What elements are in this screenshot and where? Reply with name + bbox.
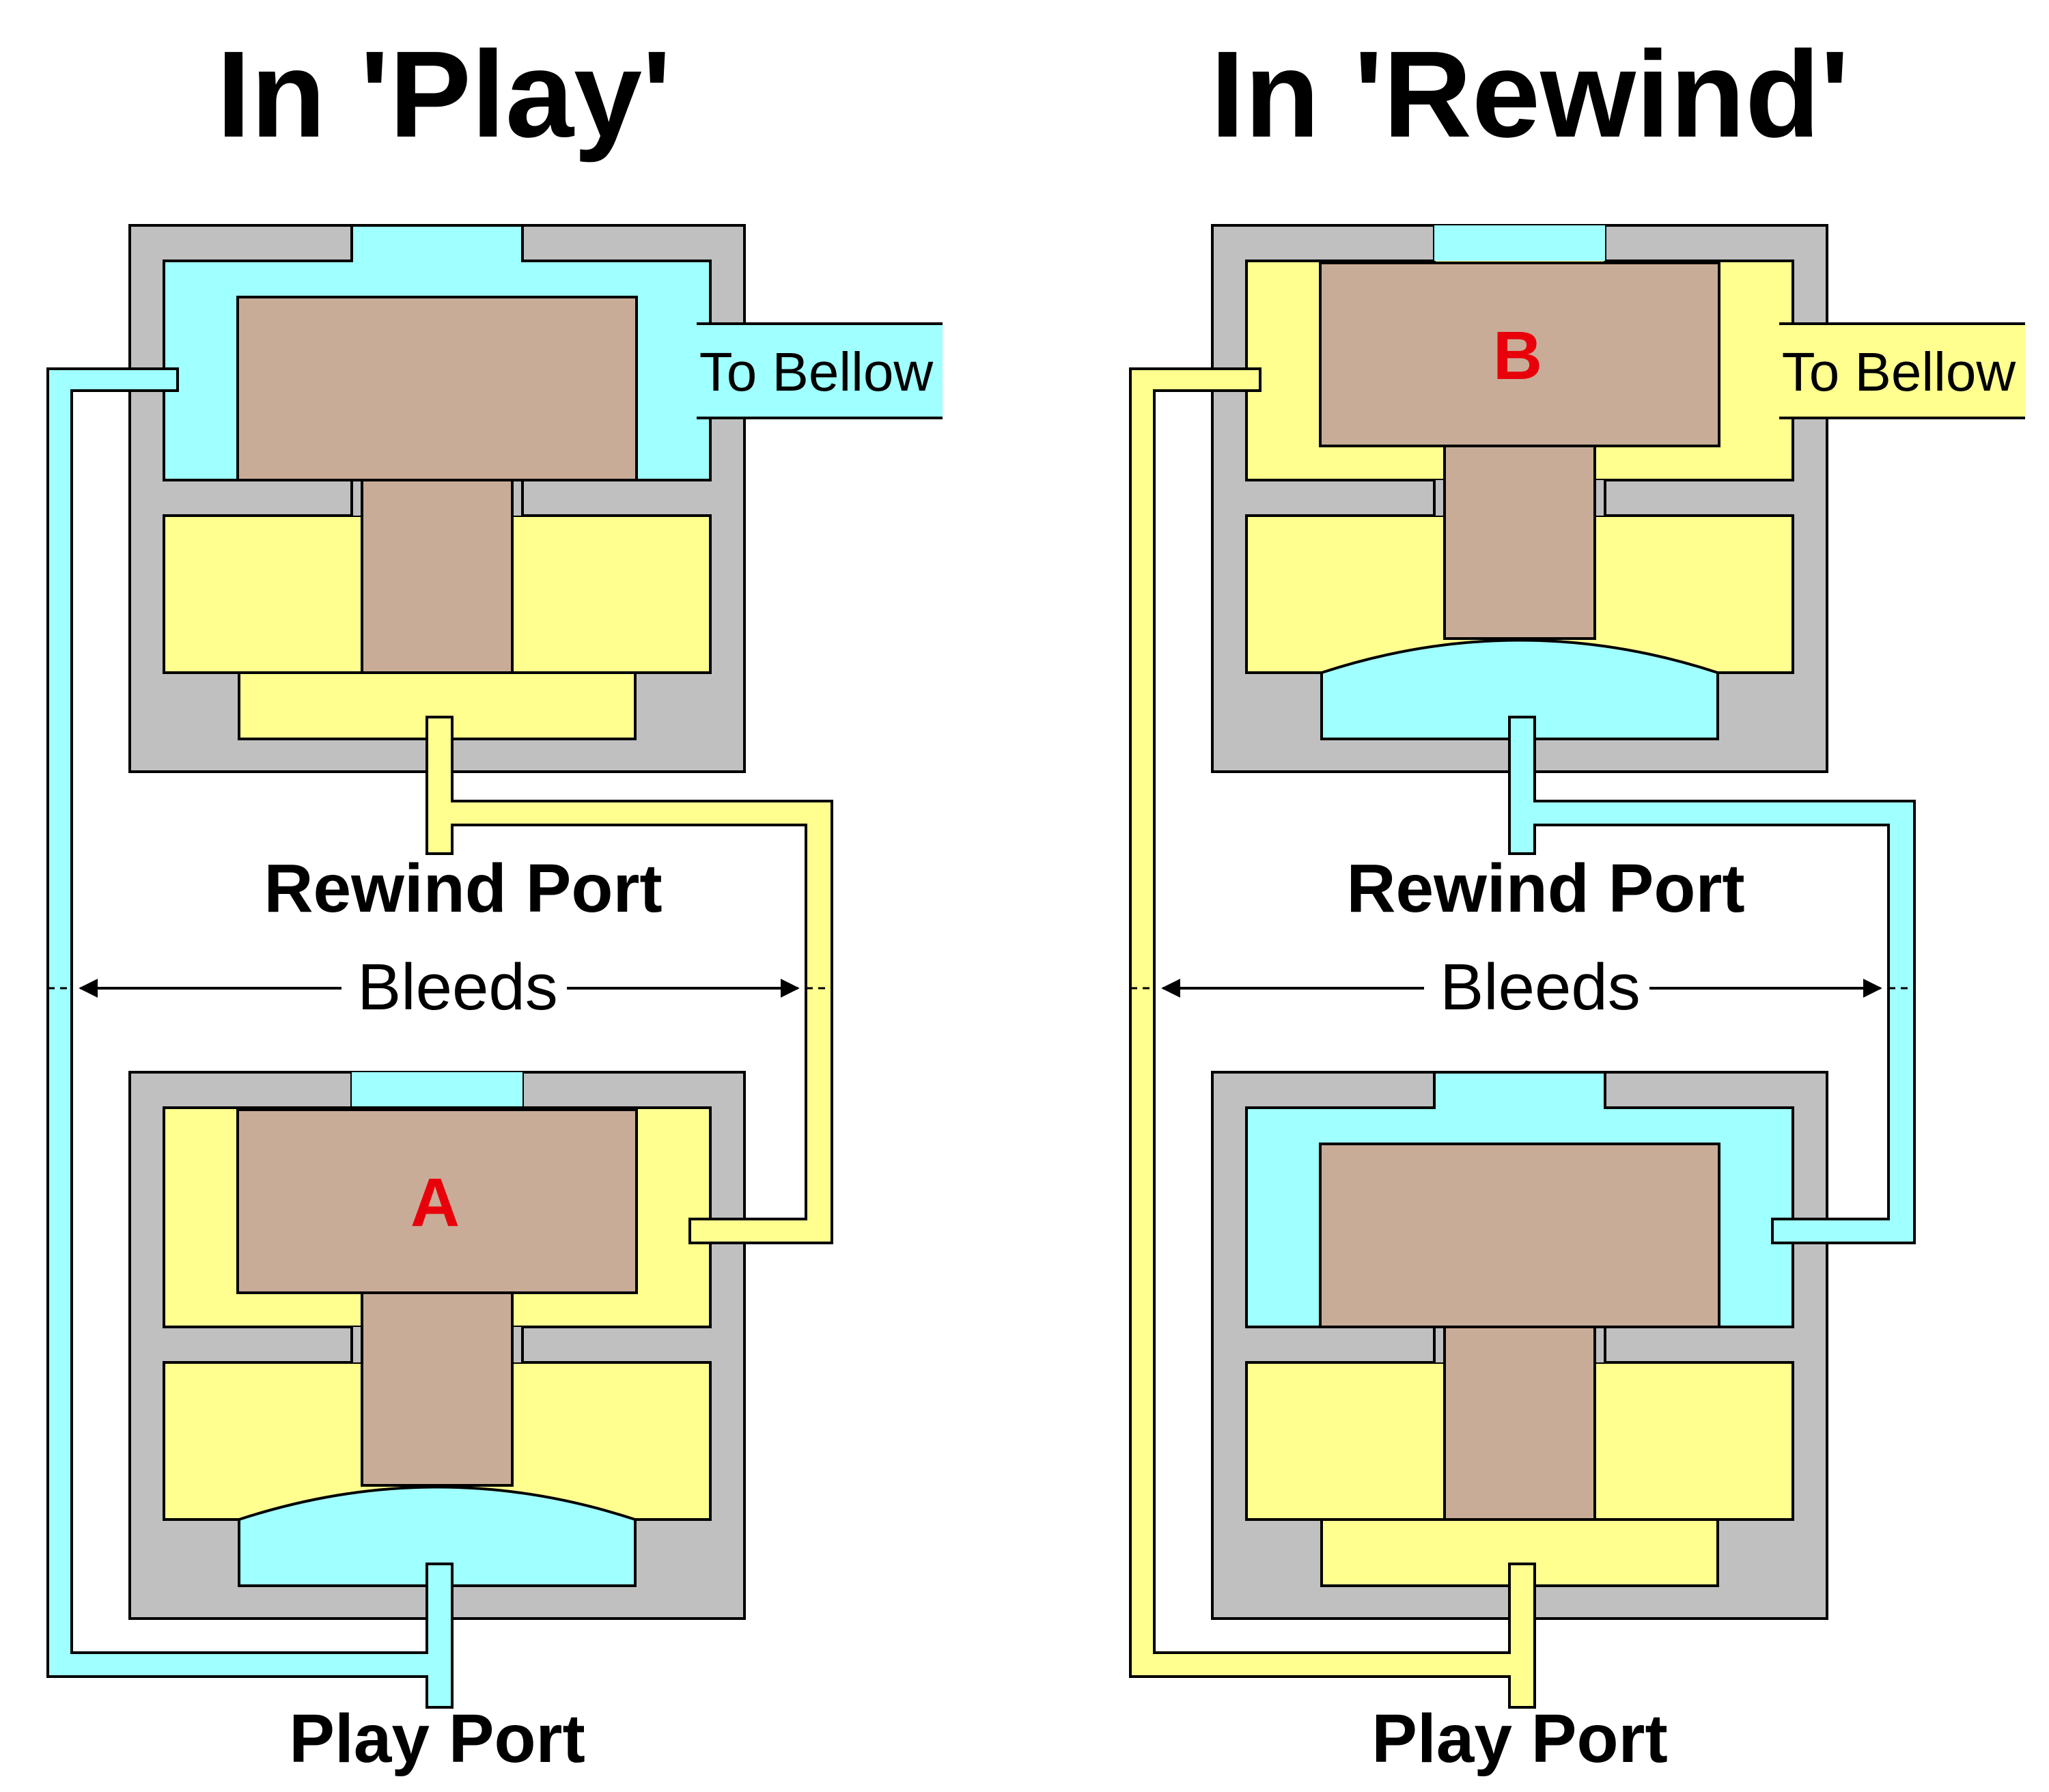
valve-disc bbox=[1319, 1143, 1720, 1328]
bellow-channel bbox=[1779, 324, 2025, 418]
valve-marker: A bbox=[410, 1164, 460, 1241]
valve-stem bbox=[1443, 1326, 1596, 1521]
lower-valve: A bbox=[128, 1071, 746, 1620]
bleeds-label: Bleeds bbox=[1440, 951, 1641, 1024]
play-channel bbox=[1129, 367, 1536, 1709]
diaphragm bbox=[238, 1485, 637, 1587]
valve-marker: B bbox=[1493, 318, 1542, 394]
bleeds-label: Bleeds bbox=[357, 951, 558, 1024]
top-pressure-port bbox=[352, 1072, 522, 1108]
channels bbox=[46, 367, 833, 1709]
panel-title: In 'Rewind' bbox=[1210, 26, 1850, 163]
rewind-channel bbox=[1508, 716, 1916, 1244]
rewind-port-label: Rewind Port bbox=[1346, 850, 1744, 927]
lower-valve bbox=[1211, 1071, 1828, 1620]
valve-disc bbox=[1319, 262, 1720, 447]
play-channel bbox=[46, 367, 454, 1709]
valve-stem bbox=[361, 479, 514, 674]
upper-valve: To Bellow bbox=[128, 224, 943, 773]
valve-stem bbox=[1443, 445, 1596, 640]
channels bbox=[1129, 367, 1916, 1709]
panel-play: In 'Play' To Bellow bbox=[46, 26, 943, 1777]
valve-disc bbox=[236, 1108, 638, 1294]
valve-stem bbox=[361, 1291, 514, 1487]
bellow-channel bbox=[697, 324, 943, 418]
diaphragm bbox=[1320, 639, 1719, 740]
to-bellow-label: To Bellow bbox=[1782, 341, 2016, 402]
play-port-label: Play Port bbox=[289, 1700, 585, 1777]
valve-disc bbox=[236, 296, 638, 481]
to-bellow-label: To Bellow bbox=[699, 341, 934, 402]
top-pressure-port bbox=[1434, 225, 1605, 261]
play-port-label: Play Port bbox=[1371, 1700, 1668, 1777]
upper-valve: To Bellow B bbox=[1211, 224, 2025, 773]
rewind-port-label: Rewind Port bbox=[264, 850, 662, 927]
panel-title: In 'Play' bbox=[217, 26, 671, 163]
rewind-channel bbox=[426, 716, 833, 1244]
panel-rewind: In 'Rewind' To Bellow B bbox=[1129, 26, 2025, 1777]
